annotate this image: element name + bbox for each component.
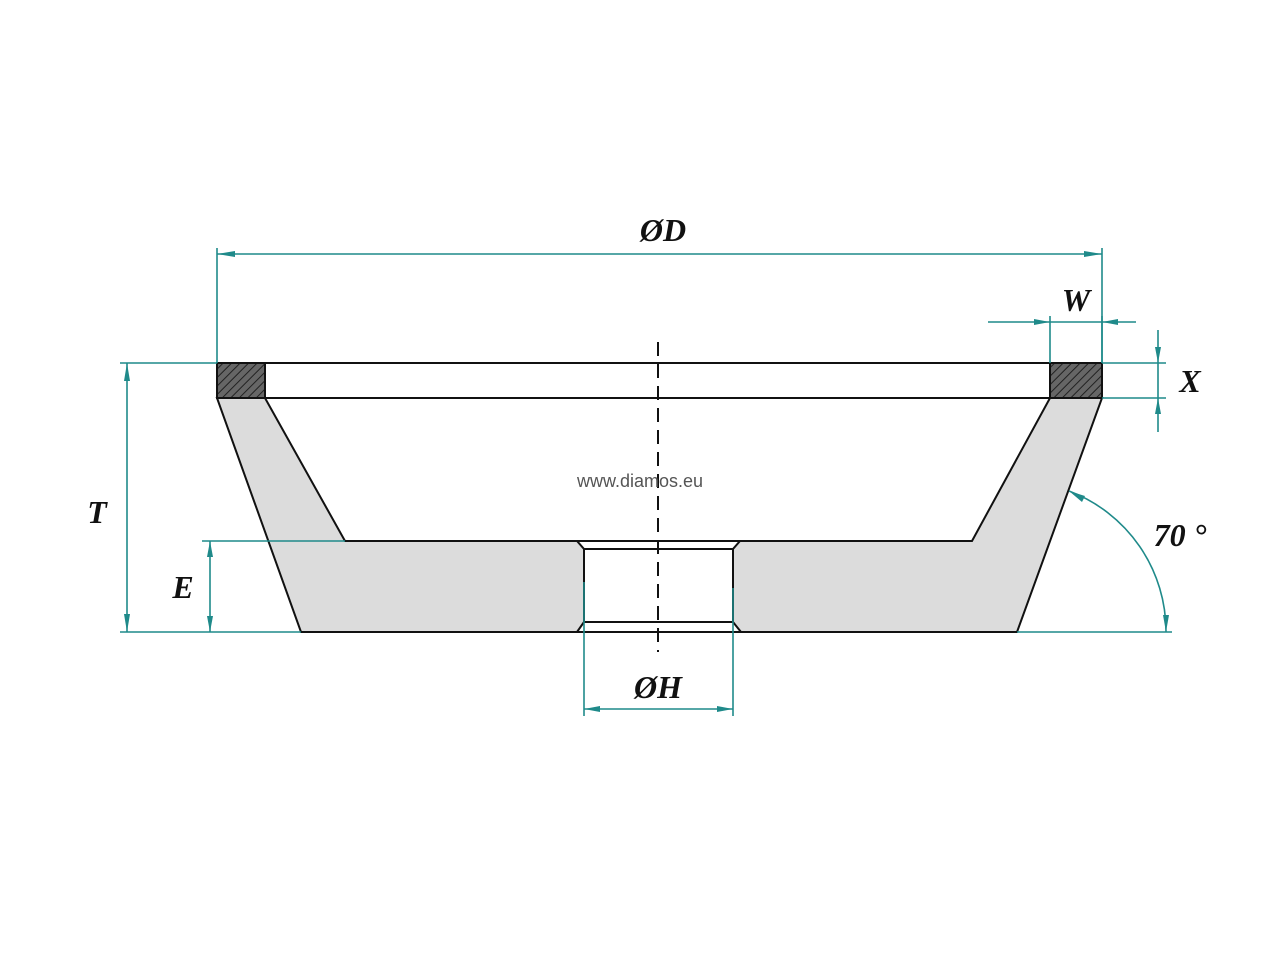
dimension-bore-diameter [583,582,734,716]
rim-band [216,362,1103,399]
label-outer-diameter: ØD [639,212,686,248]
label-rim-width: W [1062,282,1093,318]
label-layer-thickness: X [1178,363,1201,399]
dimension-base-thickness [202,540,345,632]
wheel-body-right [732,397,1104,633]
dimension-angle [1017,490,1172,633]
abrasive-layer-right [1049,362,1103,399]
dimension-layer-thickness [1102,330,1166,432]
label-base-thickness: E [171,569,193,605]
abrasive-layer-left [216,362,266,399]
label-bore-diameter: ØH [633,669,683,705]
dimension-rim-width [988,316,1136,363]
label-angle: 70 ° [1154,517,1207,553]
label-total-height: T [87,494,108,530]
wheel-body-left [215,397,585,633]
dimension-outer-diameter [216,248,1103,363]
watermark: www.diamos.eu [576,471,703,491]
